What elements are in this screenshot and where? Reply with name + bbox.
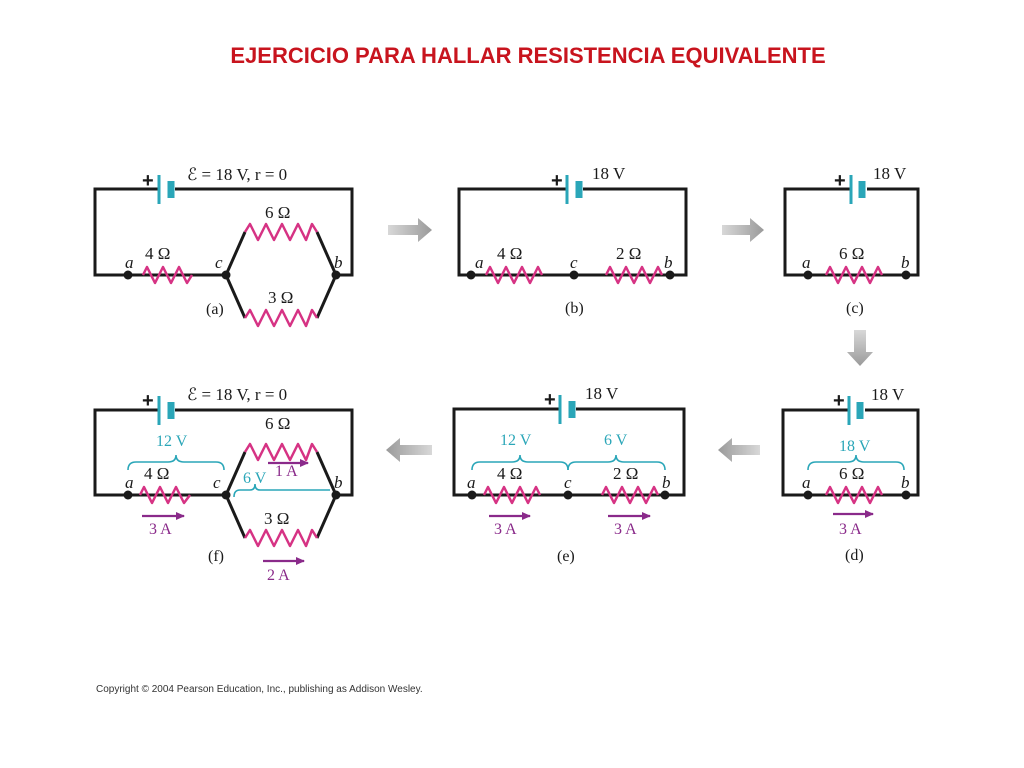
resistor-label: 4 Ω (144, 464, 169, 483)
resistor-icon (482, 485, 542, 505)
resistor-label: 3 Ω (264, 509, 289, 528)
battery-voltage-label: 18 V (873, 164, 907, 183)
voltage-brace (807, 454, 905, 471)
voltage-label: 12 V (500, 432, 532, 449)
down-arrow-icon (847, 330, 873, 366)
resistor-label: 2 Ω (616, 244, 641, 263)
panel-d-circuit: + 18 V 18 V 6 Ω a b 3 A (d) (781, 385, 920, 564)
node-a-label: a (802, 473, 811, 492)
panel-c-circuit: + 18 V 6 Ω a b (c) (783, 164, 920, 317)
resistor-icon (141, 265, 194, 285)
node-b-label: b (334, 253, 343, 272)
battery-icon (849, 175, 866, 204)
resistor-icon (243, 528, 319, 548)
node-b-label: b (664, 253, 673, 272)
right-arrow-icon (722, 218, 764, 242)
resistor-label: 6 Ω (265, 414, 290, 433)
voltage-brace (127, 454, 225, 471)
battery-plus: + (142, 390, 154, 412)
battery-voltage-label: 18 V (871, 385, 905, 404)
node-c-label: c (215, 253, 223, 272)
battery-plus: + (833, 390, 845, 412)
voltage-label: 6 V (604, 432, 628, 449)
node-b-label: b (901, 253, 910, 272)
resistor-icon (243, 442, 319, 462)
resistor-label: 4 Ω (497, 464, 522, 483)
right-arrow-icon (388, 218, 432, 242)
node-c-label: c (213, 473, 221, 492)
left-arrow-icon (386, 438, 432, 462)
battery-plus: + (544, 389, 556, 411)
node-a-label: a (125, 473, 134, 492)
panel-f-circuit: + ℰ = 18 V, r = 0 12 V 6 V 4 Ω 6 Ω 3 Ω a… (93, 385, 354, 584)
current-label: 3 A (494, 521, 517, 538)
battery-emf-label: ℰ = 18 V, r = 0 (187, 165, 287, 184)
current-label: 3 A (149, 521, 172, 538)
battery-plus: + (551, 170, 563, 192)
panel-caption: (d) (845, 547, 864, 564)
node-a-label: a (802, 253, 811, 272)
page-title: EJERCICIO PARA HALLAR RESISTENCIA EQUIVA… (230, 43, 826, 68)
current-label: 2 A (267, 567, 290, 584)
battery-plus: + (834, 170, 846, 192)
voltage-label: 12 V (156, 433, 188, 450)
battery-voltage-label: 18 V (592, 164, 626, 183)
battery-plus: + (142, 170, 154, 192)
resistor-icon (243, 222, 319, 242)
voltage-label: 18 V (839, 438, 871, 455)
resistor-icon (824, 265, 884, 285)
current-label: 3 A (839, 521, 862, 538)
node-a-label: a (467, 473, 476, 492)
node-b-label: b (662, 473, 671, 492)
resistor-label: 4 Ω (497, 244, 522, 263)
battery-icon (558, 395, 576, 424)
panel-caption: (f) (208, 548, 224, 565)
battery-icon (565, 175, 583, 204)
voltage-brace (567, 454, 666, 471)
copyright-notice: Copyright © 2004 Pearson Education, Inc.… (96, 684, 423, 695)
battery-icon (157, 396, 175, 425)
current-label: 3 A (614, 521, 637, 538)
resistor-icon (600, 485, 660, 505)
resistor-label: 6 Ω (265, 203, 290, 222)
resistor-label: 6 Ω (839, 464, 864, 483)
panel-caption: (c) (846, 300, 864, 317)
resistor-icon (484, 265, 544, 285)
left-arrow-icon (718, 438, 760, 462)
resistor-icon (138, 485, 191, 505)
voltage-brace (233, 483, 330, 498)
resistor-label: 6 Ω (839, 244, 864, 263)
current-label: 1 A (275, 463, 298, 480)
resistor-icon (604, 265, 664, 285)
node-c-label: c (564, 473, 572, 492)
panel-caption: (a) (206, 301, 224, 318)
panel-caption: (b) (565, 300, 584, 317)
voltage-label: 6 V (243, 470, 267, 487)
node-b-label: b (334, 473, 343, 492)
battery-icon (157, 175, 175, 204)
battery-voltage-label: 18 V (585, 384, 619, 403)
node-c-label: c (570, 253, 578, 272)
battery-emf-label: ℰ = 18 V, r = 0 (187, 385, 287, 404)
node-b-label: b (901, 473, 910, 492)
panel-b-circuit: + 18 V 4 Ω 2 Ω a c b (b) (457, 164, 688, 317)
resistor-label: 2 Ω (613, 464, 638, 483)
panel-e-circuit: + 18 V 12 V 6 V 4 Ω 2 Ω a c b 3 A 3 A (e… (452, 384, 686, 565)
node-a-label: a (475, 253, 484, 272)
resistor-label: 4 Ω (145, 244, 170, 263)
panel-a-circuit: + ℰ = 18 V, r = 0 4 Ω 6 Ω 3 Ω a c b (a) (93, 165, 354, 328)
resistor-label: 3 Ω (268, 288, 293, 307)
panel-caption: (e) (557, 548, 575, 565)
node-a-label: a (125, 253, 134, 272)
battery-icon (847, 396, 864, 425)
resistor-icon (243, 308, 319, 328)
voltage-brace (471, 454, 569, 471)
resistor-icon (824, 485, 884, 505)
